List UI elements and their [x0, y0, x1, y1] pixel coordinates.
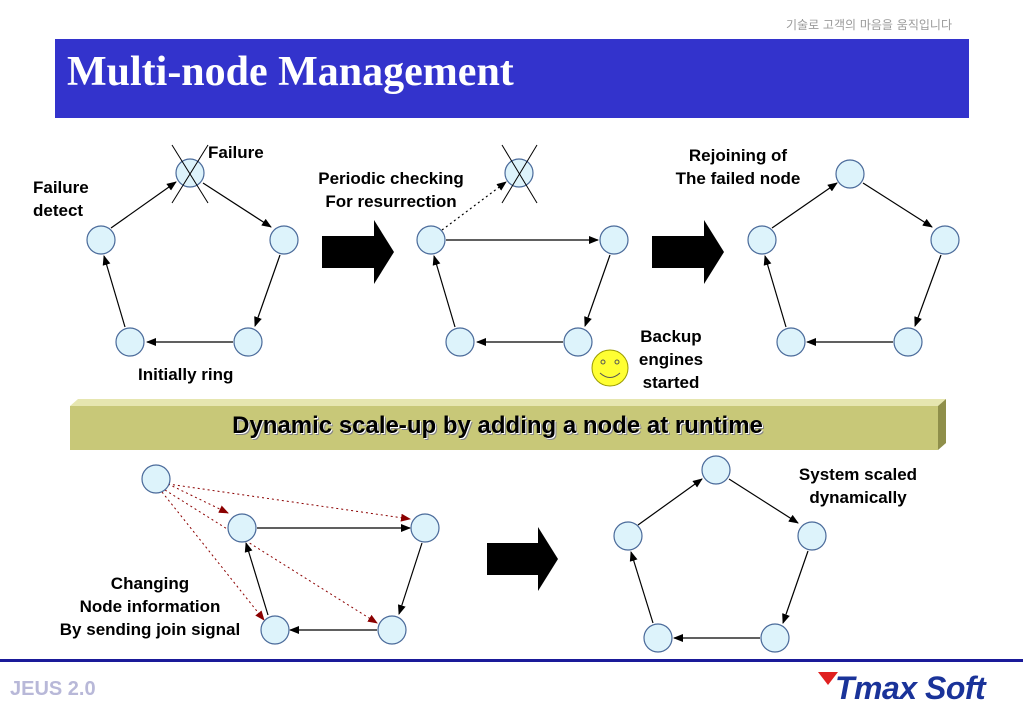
ring-edge	[584, 254, 611, 327]
smiley-icon	[591, 349, 629, 387]
node-circle	[115, 327, 145, 357]
ring-nodes-initial	[86, 158, 299, 357]
footer-product-label: JEUS 2.0	[10, 678, 96, 700]
join-signal	[161, 491, 265, 621]
ring-edge	[771, 182, 838, 229]
node-circle	[643, 623, 673, 653]
label-periodic-checking: Periodic checking For resurrection	[318, 169, 464, 211]
ring-diagram-initial	[102, 181, 281, 346]
ring-edge	[914, 254, 942, 327]
ring-edge	[254, 254, 281, 327]
page-title: Multi-node Management	[67, 49, 514, 95]
node-circle	[613, 521, 643, 551]
node-circle	[701, 455, 731, 485]
banner-box	[70, 399, 946, 450]
title-bar	[55, 39, 969, 118]
node-circle	[175, 158, 205, 188]
banner-text: Dynamic scale-up by adding a node at run…	[232, 412, 763, 439]
node-circle	[835, 159, 865, 189]
ring-nodes-joining	[141, 464, 440, 645]
node-circle	[563, 327, 593, 357]
ring-nodes-scaled	[613, 455, 827, 653]
node-circle	[227, 513, 257, 543]
label-changing-node-info: Changing Node information By sending joi…	[59, 574, 241, 639]
node-circle	[893, 327, 923, 357]
process-arrow-icon	[322, 220, 394, 284]
ring-edge	[637, 478, 703, 526]
ring-diagram-joining	[244, 524, 423, 634]
ring-edge	[763, 255, 787, 328]
process-arrow-icon	[652, 220, 724, 284]
label-backup-engines: Backup engines started	[638, 327, 704, 392]
ring-diagram-scaled	[629, 478, 809, 642]
label-failure-detect: Failure detect	[33, 178, 89, 220]
node-circle	[141, 464, 171, 494]
join-signal	[167, 483, 229, 514]
node-circle	[930, 225, 960, 255]
failed-node-cross-icon	[171, 144, 209, 204]
ring-diagram-rejoined	[763, 182, 942, 346]
join-signals	[161, 483, 411, 624]
brand-name: Tmax Soft	[835, 670, 986, 706]
label-system-scaled: System scaled dynamically	[798, 465, 918, 507]
ring-edge	[629, 551, 654, 624]
node-circle	[233, 327, 263, 357]
ring-diagram-checking	[432, 181, 611, 346]
node-circle	[797, 521, 827, 551]
ring-edge	[102, 255, 126, 328]
ring-nodes-rejoined	[747, 159, 960, 357]
node-circle	[445, 327, 475, 357]
footer-divider	[0, 659, 1023, 662]
node-circle	[416, 225, 446, 255]
ring-edge	[397, 542, 423, 615]
ring-edge	[244, 542, 269, 616]
ring-edge	[728, 478, 799, 524]
ring-edge	[432, 255, 456, 328]
ring-edge	[862, 182, 933, 228]
node-circle	[260, 615, 290, 645]
node-circle	[410, 513, 440, 543]
node-circle	[760, 623, 790, 653]
ring-nodes-checking	[416, 158, 629, 357]
node-circle	[599, 225, 629, 255]
ring-edge	[782, 550, 809, 624]
brand-logo: Tmax Soft	[818, 668, 1018, 708]
brand-mark-icon	[818, 672, 838, 685]
join-signal	[164, 489, 378, 624]
label-rejoining: Rejoining of The failed node	[675, 146, 801, 188]
label-failure: Failure	[208, 143, 264, 162]
node-circle	[747, 225, 777, 255]
node-circle	[269, 225, 299, 255]
node-circle	[377, 615, 407, 645]
banner: Dynamic scale-up by adding a node at run…	[70, 399, 946, 450]
ring-edge	[202, 182, 272, 228]
join-signal	[167, 483, 411, 522]
node-circle	[776, 327, 806, 357]
tagline: 기술로 고객의 마음을 움직입니다	[785, 18, 952, 32]
failed-node-cross-icon	[501, 144, 538, 204]
label-initially-ring: Initially ring	[138, 365, 234, 384]
process-arrow-icon	[487, 527, 558, 591]
checking-edge	[441, 181, 507, 231]
node-circle	[86, 225, 116, 255]
ring-edge	[110, 181, 177, 229]
